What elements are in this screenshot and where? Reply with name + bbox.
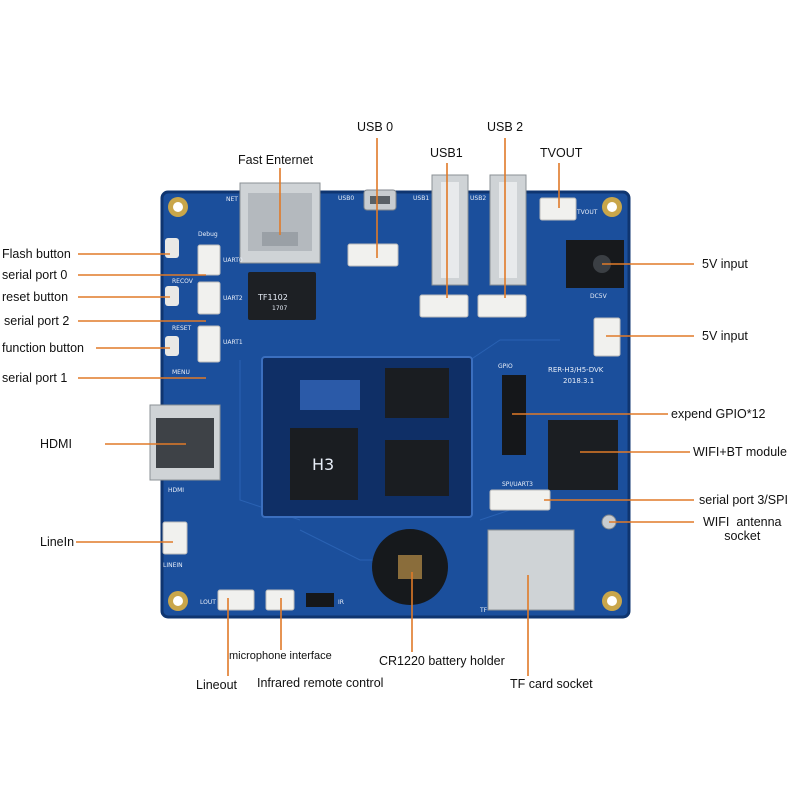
callout-wifi-antenna: WIFI antenna socket — [703, 515, 782, 543]
silk-uart2: UART2 — [223, 295, 243, 302]
left-buttons — [165, 238, 179, 356]
callout-reset-button: reset button — [2, 290, 69, 304]
silk-menu: MENU — [172, 369, 190, 376]
callout-usb0: USB 0 — [357, 120, 394, 134]
leader-lines — [76, 138, 694, 676]
callout-expend-gpio: expend GPIO*12 — [671, 407, 766, 421]
callout-flash-button: Flash button — [2, 247, 71, 261]
hdmi-port — [149, 404, 221, 481]
microphone-header — [265, 589, 295, 611]
silk-gpio: GPIO — [498, 363, 513, 370]
callout-serial-port-1: serial port 1 — [2, 371, 68, 385]
silk-net: NET — [226, 196, 238, 203]
silk-recov: RECOV — [172, 278, 194, 285]
callout-hdmi: HDMI — [40, 437, 72, 451]
callout-usb2: USB 2 — [487, 120, 524, 134]
tf-card-socket — [487, 529, 575, 611]
silk-ir: IR — [338, 599, 344, 606]
callout-serial-port-2: serial port 2 — [4, 314, 70, 328]
core-module: H3 — [261, 356, 473, 518]
callout-tvout: TVOUT — [540, 146, 583, 160]
silk-uart1: UART1 — [223, 339, 243, 346]
callout-linein: LineIn — [40, 535, 75, 549]
silk-debug: Debug — [198, 231, 218, 238]
usb0-port — [363, 189, 397, 211]
silk-uart0: UART0 — [223, 257, 243, 264]
ir-receiver — [306, 593, 334, 607]
silk-tvout: TVOUT — [576, 209, 598, 216]
callout-wifi-bt: WIFI+BT module — [693, 445, 787, 459]
lineout-header — [217, 589, 255, 611]
spi-uart3-header — [489, 489, 551, 511]
callout-usb1: USB1 — [430, 146, 463, 160]
silk-usb1: USB1 — [413, 195, 429, 202]
callout-infrared: Infrared remote control — [257, 676, 384, 690]
tvout-header — [539, 197, 577, 221]
usb0-header — [347, 243, 399, 267]
silk-dc5v: DC5V — [590, 293, 608, 300]
usb1-header — [419, 294, 469, 318]
callout-serial-port-0: serial port 0 — [2, 268, 68, 282]
callout-battery-holder: CR1220 battery holder — [379, 654, 505, 668]
silk-usb2: USB2 — [470, 195, 486, 202]
callout-5v-input-jack: 5V input — [702, 257, 748, 271]
battery-holder — [372, 529, 448, 605]
silk-transformer-code: 1707 — [272, 305, 287, 312]
usb2-header — [477, 294, 527, 318]
silk-reset: RESET — [172, 325, 192, 332]
callout-function-button: function button — [2, 341, 85, 355]
silk-linein: LINEIN — [163, 562, 183, 569]
gpio-header — [502, 375, 526, 455]
dc5v-header — [593, 317, 621, 357]
callout-microphone: microphone interface — [229, 650, 332, 662]
callout-5v-input-header: 5V input — [702, 329, 748, 343]
silk-spi-uart3: SPI/UART3 — [502, 481, 533, 488]
silk-usb0: USB0 — [338, 195, 354, 202]
silk-date: 2018.3.1 — [563, 377, 594, 385]
callout-lineout: Lineout — [196, 678, 238, 692]
silk-lineout: LOUT — [200, 599, 216, 606]
mounting-holes — [168, 197, 622, 611]
usb1-port — [431, 174, 469, 286]
callout-tf-card: TF card socket — [510, 677, 593, 691]
silk-hdmi: HDMI — [168, 487, 184, 494]
silk-tf: TF — [479, 607, 488, 614]
callout-serial-port-3: serial port 3/SPI — [699, 493, 788, 507]
uart-headers — [197, 244, 221, 363]
linein-header — [162, 521, 188, 555]
callout-fast-ethernet: Fast Enternet — [238, 153, 314, 167]
silk-model: RER-H3/H5-DVK — [548, 366, 604, 374]
usb2-port — [489, 174, 527, 286]
wifi-bt-module — [548, 420, 618, 490]
silk-transformer: TF1102 — [257, 293, 288, 302]
ethernet-transformer: TF1102 1707 — [248, 272, 316, 320]
silk-cpu: H3 — [312, 455, 334, 474]
